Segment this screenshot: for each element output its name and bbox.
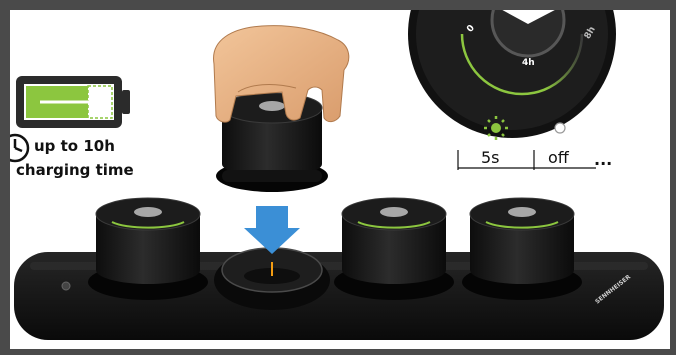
led-timeline: [458, 150, 596, 170]
led-off-label: off: [548, 148, 569, 167]
charging-duration-text: up to 10h: [34, 137, 115, 155]
charging-status-dial: [408, 0, 616, 138]
timeline-continuation: ...: [594, 150, 612, 169]
docked-unit-1: [88, 198, 208, 300]
dial-mark-4h: 4h: [522, 58, 535, 68]
docked-unit-3: [334, 198, 454, 300]
empty-charging-slot: [214, 248, 330, 310]
frame-right: [670, 0, 676, 355]
battery-charging-icon: [16, 76, 130, 128]
blink-duration-label: 5s: [481, 148, 500, 167]
insert-arrow-icon: [244, 206, 300, 254]
docked-unit-4: [462, 198, 582, 300]
led-off-icon: [555, 123, 565, 133]
frame-left: [0, 0, 10, 355]
frame-top: [0, 0, 676, 10]
frame-bottom: [0, 349, 676, 355]
charging-time-caption: charging time: [16, 161, 134, 179]
power-led-icon: [62, 282, 70, 290]
